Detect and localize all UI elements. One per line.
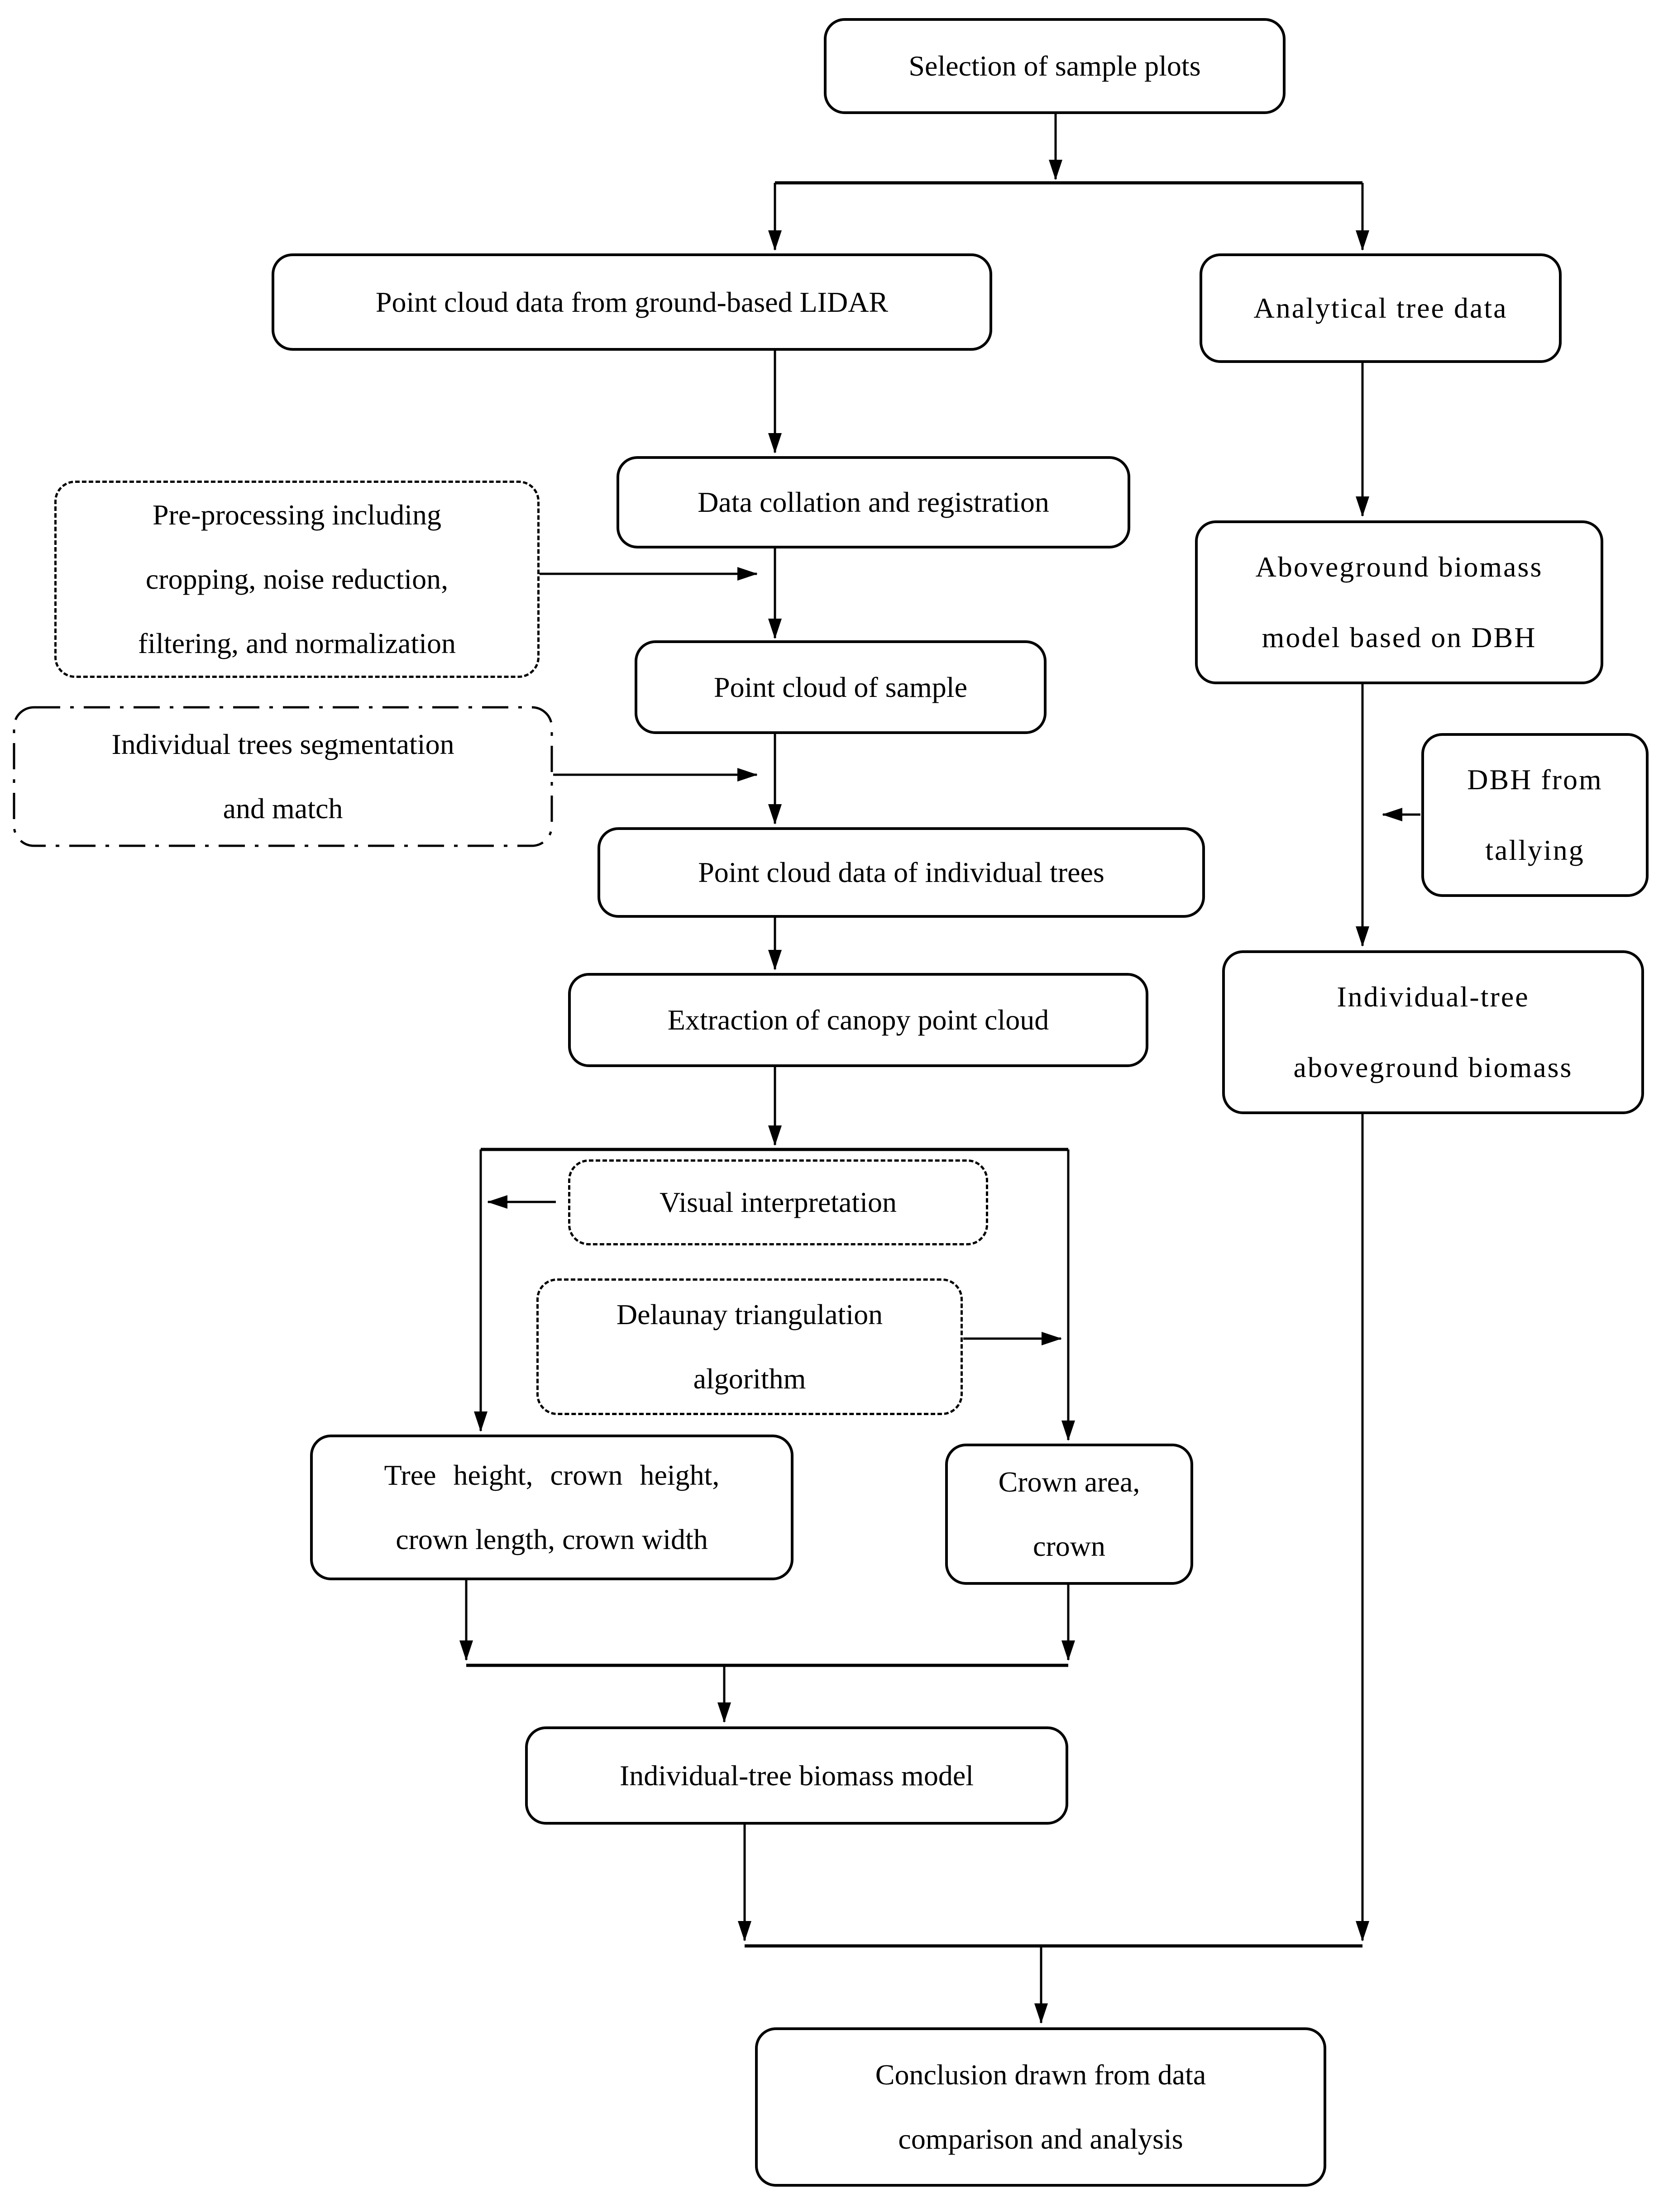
node-point-cloud-from-lidar: Point cloud data from ground-based LIDAR — [272, 253, 992, 351]
node-label: Selection of sample plots — [908, 50, 1201, 82]
node-label: Visual interpretation — [660, 1186, 897, 1218]
node-label: Point cloud data from ground-based LIDAR — [375, 286, 889, 318]
node-delaunay-triangulation: Delaunay triangulation algorithm — [536, 1278, 963, 1415]
node-selection-of-sample-plots: Selection of sample plots — [824, 18, 1286, 114]
node-label-line: tallying — [1485, 834, 1585, 866]
node-analytical-tree-data: Analytical tree data — [1200, 253, 1562, 363]
node-label-line: cropping, noise reduction, — [145, 563, 449, 595]
node-label-line: crown length, crown width — [396, 1523, 708, 1555]
node-label: Individual-tree biomass model — [619, 1759, 974, 1792]
node-label: Point cloud data of individual trees — [698, 856, 1104, 888]
node-label-line: Crown area, — [998, 1466, 1140, 1498]
node-label-line: filtering, and normalization — [138, 627, 456, 659]
node-point-cloud-of-sample: Point cloud of sample — [635, 640, 1047, 734]
dash-dot-border — [13, 706, 553, 847]
node-label-line: DBH from — [1467, 763, 1603, 796]
node-label-line: Delaunay triangulation — [616, 1298, 883, 1330]
node-crown-area-metrics: Crown area, crown — [945, 1444, 1193, 1585]
node-point-cloud-individual-trees: Point cloud data of individual trees — [598, 827, 1205, 918]
node-label-line: Aboveground biomass — [1255, 551, 1543, 583]
node-label-line: algorithm — [693, 1363, 806, 1395]
node-label: Data collation and registration — [698, 486, 1049, 518]
node-label: Analytical tree data — [1253, 292, 1508, 324]
node-label-line: Individual trees segmentation — [111, 728, 454, 760]
node-extraction-canopy-point-cloud: Extraction of canopy point cloud — [568, 973, 1148, 1067]
node-dbh-from-tallying: DBH from tallying — [1421, 733, 1649, 897]
node-tree-height-metrics: Tree height, crown height, crown length,… — [310, 1435, 793, 1580]
node-label-line: Conclusion drawn from data — [875, 2059, 1206, 2091]
node-aboveground-biomass-model: Aboveground biomass model based on DBH — [1195, 520, 1603, 684]
node-preprocessing: Pre-processing including cropping, noise… — [54, 481, 540, 678]
node-label-line: Tree height, crown height, — [384, 1459, 720, 1491]
node-label: Point cloud of sample — [714, 671, 967, 703]
node-individual-trees-segmentation: Individual trees segmentation and match — [13, 706, 553, 847]
node-label: Extraction of canopy point cloud — [667, 1004, 1049, 1036]
node-label-line: model based on DBH — [1262, 621, 1537, 653]
node-visual-interpretation: Visual interpretation — [568, 1159, 988, 1245]
node-label-line: and match — [223, 792, 343, 825]
node-individual-tree-biomass-model: Individual-tree biomass model — [525, 1726, 1068, 1825]
node-label-line: Pre-processing including — [152, 499, 442, 531]
node-label-line: crown — [1033, 1530, 1105, 1562]
node-label-line: Individual-tree — [1337, 981, 1530, 1013]
node-label-line: aboveground biomass — [1293, 1051, 1573, 1083]
node-conclusion: Conclusion drawn from data comparison an… — [755, 2027, 1326, 2187]
node-data-collation-registration: Data collation and registration — [617, 456, 1130, 548]
node-label-line: comparison and analysis — [898, 2123, 1183, 2155]
node-individual-tree-aboveground-biomass: Individual-tree aboveground biomass — [1222, 950, 1644, 1114]
